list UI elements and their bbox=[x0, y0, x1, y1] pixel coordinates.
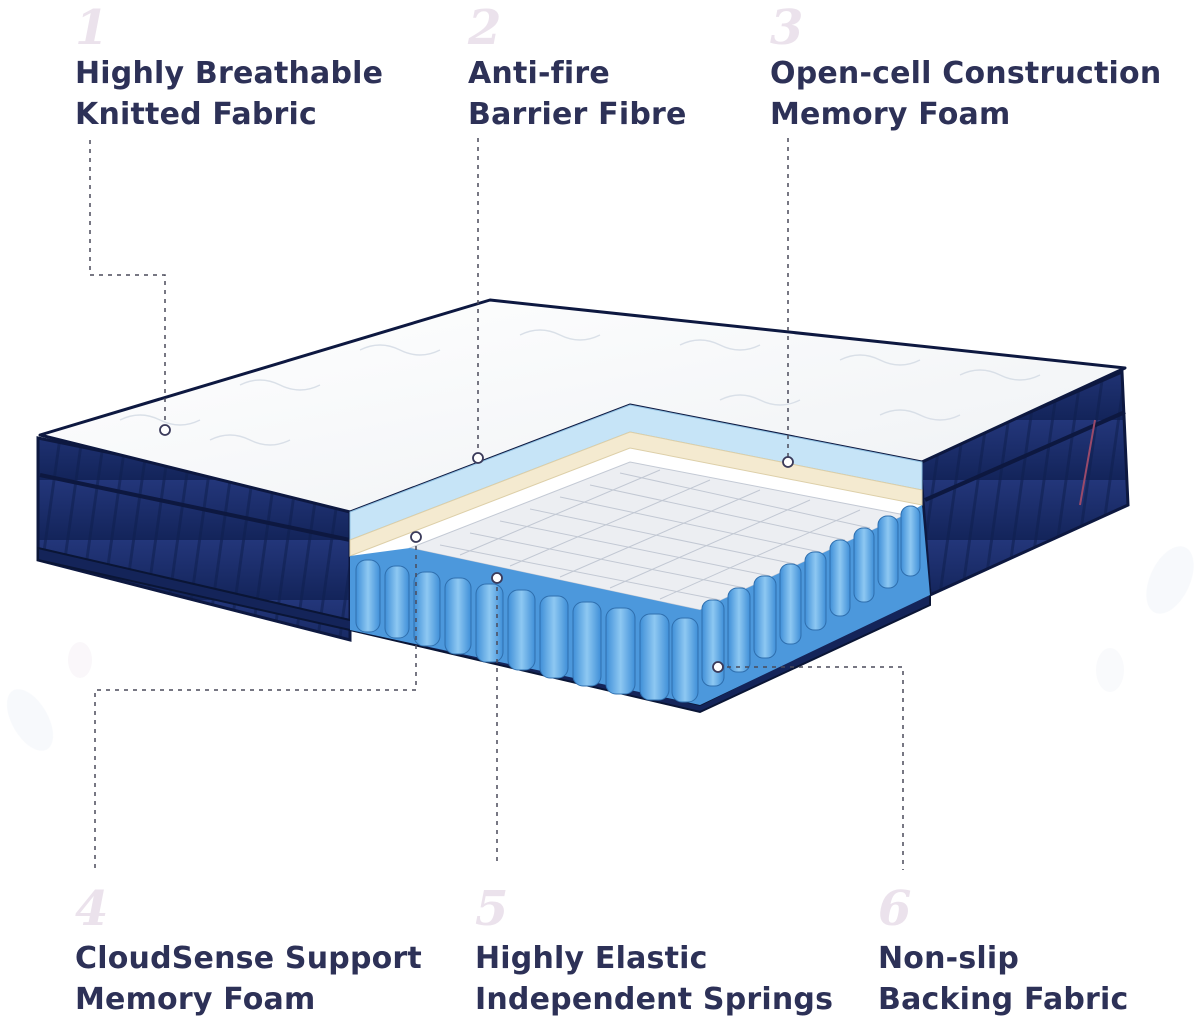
leader-line-1 bbox=[89, 140, 166, 428]
feature-number: 5 bbox=[475, 881, 509, 937]
feature-number: 2 bbox=[468, 0, 502, 56]
feature-4: 4 CloudSense Support Memory Foam bbox=[75, 885, 495, 1019]
feature-title-line1: Anti-fire bbox=[468, 56, 610, 91]
feature-title-line1: Highly Elastic bbox=[475, 941, 708, 976]
feature-title-line1: Non-slip bbox=[878, 941, 1020, 976]
cutaway-layers bbox=[349, 404, 930, 705]
marker-dot-1 bbox=[159, 424, 171, 436]
feature-5: 5 Highly Elastic Independent Springs bbox=[475, 885, 895, 1019]
marker-dot-4 bbox=[410, 531, 422, 543]
feature-title-line2: Memory Foam bbox=[75, 982, 316, 1017]
feature-number: 6 bbox=[878, 881, 912, 937]
feature-title-line2: Barrier Fibre bbox=[468, 97, 687, 132]
marker-dot-6 bbox=[712, 661, 724, 673]
feature-title-line1: Highly Breathable bbox=[75, 56, 384, 91]
feature-title-line2: Knitted Fabric bbox=[75, 97, 317, 132]
feature-number: 4 bbox=[75, 881, 109, 937]
pocket-springs-front bbox=[350, 548, 700, 705]
background-leaf-decor bbox=[6, 546, 1194, 751]
feature-title-line2: Memory Foam bbox=[770, 97, 1011, 132]
feature-title-line2: Independent Springs bbox=[475, 982, 834, 1017]
feature-title-line2: Backing Fabric bbox=[878, 982, 1129, 1017]
leader-line-6 bbox=[718, 666, 904, 870]
feature-number: 3 bbox=[770, 0, 804, 56]
pocket-springs-right bbox=[700, 505, 930, 705]
feature-2: 2 Anti-fire Barrier Fibre bbox=[468, 0, 888, 140]
marker-dot-5 bbox=[491, 572, 503, 584]
leader-lines bbox=[89, 138, 904, 870]
marker-dot-2 bbox=[472, 452, 484, 464]
feature-1: 1 Highly Breathable Knitted Fabric bbox=[75, 0, 495, 140]
feature-6: 6 Non-slip Backing Fabric bbox=[878, 885, 1188, 1019]
feature-number: 1 bbox=[75, 0, 109, 56]
marker-dot-3 bbox=[782, 456, 794, 468]
feature-title-line1: Open-cell Construction bbox=[770, 56, 1162, 91]
marker-dots bbox=[159, 424, 794, 673]
mattress-side-right bbox=[918, 369, 1130, 598]
feature-title-line1: CloudSense Support bbox=[75, 941, 422, 976]
feature-3: 3 Open-cell Construction Memory Foam bbox=[770, 0, 1190, 140]
